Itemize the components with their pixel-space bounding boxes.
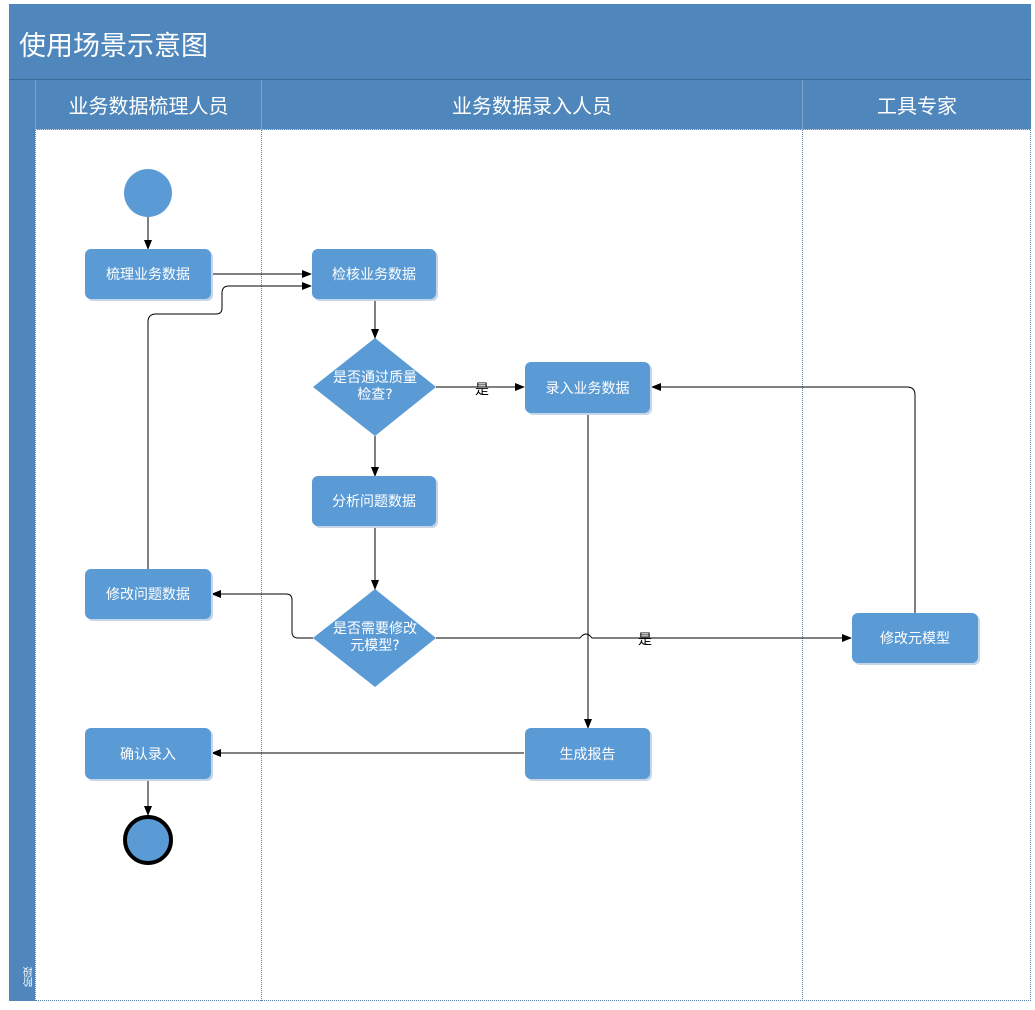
node-confirm-entry: 确认录入 [85, 728, 211, 779]
title-bar: 使用场景示意图 [9, 4, 1031, 80]
node-label: 录入业务数据 [545, 380, 630, 397]
node-label: 修改元模型 [880, 631, 950, 647]
edge-label-yes-quality: 是 [475, 382, 489, 398]
decision-quality-label: 是否通过质量 检查? [318, 368, 432, 406]
side-bar: 阶段 [9, 80, 35, 1001]
decision-quality-shape [313, 338, 436, 436]
lane-header-organizer: 业务数据梳理人员 [35, 80, 261, 130]
lane-name: 工具专家 [877, 94, 957, 118]
node-generate-report: 生成报告 [525, 728, 650, 779]
node-sort-data: 梳理业务数据 [85, 249, 211, 299]
edge-model-yes-to-modify [436, 633, 852, 642]
lane-divider [261, 130, 262, 1001]
decision-model-shape [313, 589, 436, 687]
lane-name: 业务数据梳理人员 [68, 94, 229, 118]
decision-label-line: 是否通过质量 [333, 370, 417, 386]
decision-model-label: 是否需要修改 元模型? [318, 619, 432, 657]
edge-label-yes-model: 是 [638, 632, 652, 648]
node-check-data: 检核业务数据 [312, 249, 436, 299]
node-label: 生成报告 [559, 746, 616, 763]
decision-label-line: 检查? [357, 387, 393, 403]
decision-label-line: 是否需要修改 [333, 621, 417, 637]
edge-fix-to-check [147, 282, 312, 569]
node-modify-model: 修改元模型 [852, 613, 978, 663]
node-label: 检核业务数据 [332, 267, 416, 283]
edge-model-no-to-fix [211, 590, 313, 639]
node-label: 修改问题数据 [106, 587, 190, 603]
lane-divider [802, 130, 803, 1001]
node-fix-data: 修改问题数据 [85, 569, 211, 619]
end-node [123, 815, 173, 865]
node-label: 确认录入 [120, 746, 176, 763]
lane-name: 业务数据录入人员 [452, 94, 612, 118]
start-node [124, 169, 172, 217]
node-label: 梳理业务数据 [106, 267, 190, 283]
lane-header-expert: 工具专家 [802, 80, 1031, 130]
edge-modify-to-enter [651, 383, 916, 613]
lane-divider [35, 130, 36, 1001]
lane-header-entry: 业务数据录入人员 [261, 80, 802, 130]
diagram-title: 使用场景示意图 [19, 31, 208, 62]
node-label: 分析问题数据 [332, 494, 416, 510]
node-analyze-data: 分析问题数据 [312, 476, 436, 526]
decision-label-line: 元模型? [350, 638, 400, 654]
node-enter-data: 录入业务数据 [525, 362, 650, 413]
